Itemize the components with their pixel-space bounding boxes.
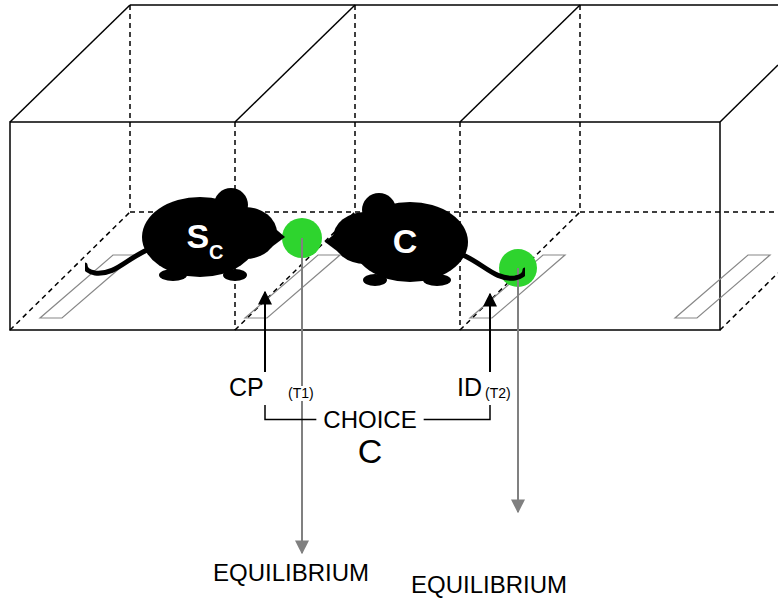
box-outline xyxy=(10,5,778,330)
mouse-snout xyxy=(257,213,285,255)
mouse-foot xyxy=(363,274,387,286)
mouse-label-box: C xyxy=(350,208,460,274)
subject-mouse: SC xyxy=(85,175,285,285)
mouse-outline xyxy=(85,175,285,285)
mouse-tail xyxy=(85,250,147,273)
pointer-arrow xyxy=(264,292,266,372)
grey-arrow xyxy=(517,268,519,512)
equilibrium-label: EQUILIBRIUM xyxy=(212,560,370,585)
choice-value: C xyxy=(357,434,384,470)
mouse-foot xyxy=(159,269,187,281)
equilibrium-label: EQUILIBRIUM xyxy=(410,572,568,597)
choice-point-label: CP xyxy=(228,374,265,400)
mouse-silhouette xyxy=(85,188,285,281)
mouse-foot xyxy=(223,269,247,281)
subject-letter: C xyxy=(393,224,418,258)
subject-letter: S xyxy=(186,219,209,253)
subject-mouse: C xyxy=(325,180,525,290)
choice-bracket xyxy=(424,405,490,420)
time-label: (T1) xyxy=(287,386,315,401)
choice-point-label: ID xyxy=(456,374,483,400)
mouse-snout xyxy=(325,218,353,260)
mouse-tail xyxy=(463,255,525,278)
pointer-arrow xyxy=(489,294,491,372)
mouse-foot xyxy=(423,274,451,286)
time-label: (T2) xyxy=(484,386,512,401)
mouse-ear xyxy=(362,193,396,227)
subject-subscript: C xyxy=(209,242,223,262)
mouse-outline xyxy=(325,180,525,290)
mouse-silhouette xyxy=(325,193,525,286)
choice-label: CHOICE xyxy=(322,407,417,432)
mouse-label-box: SC xyxy=(150,203,260,269)
mouse-ear xyxy=(214,188,248,222)
choice-bracket xyxy=(265,405,316,420)
